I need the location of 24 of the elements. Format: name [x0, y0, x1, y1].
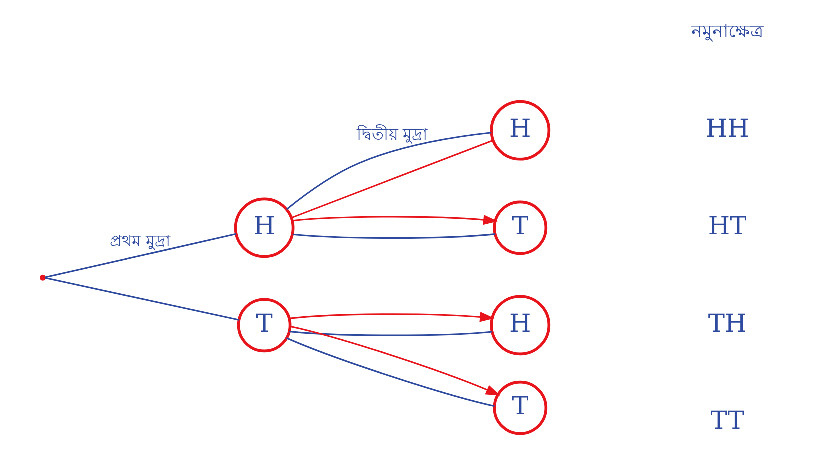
label: HT	[708, 211, 746, 240]
connector	[44, 277, 239, 321]
edge-label: প্রথম মুদ্রা	[110, 231, 171, 250]
node-circle: H	[490, 100, 550, 161]
arrow	[290, 326, 500, 396]
node-circle: T	[492, 200, 548, 256]
edge-label: দ্বিতীয় মুদ্রা	[356, 124, 428, 144]
connector	[292, 233, 495, 239]
connector	[286, 132, 492, 210]
label: TT	[710, 406, 744, 436]
connector	[291, 140, 493, 219]
node-circle: T	[236, 298, 292, 353]
connector	[44, 233, 236, 278]
arrow	[288, 312, 494, 322]
arrow	[292, 214, 498, 226]
label: HH	[705, 114, 749, 143]
label: নমুনাক্ষেত্র	[691, 22, 764, 42]
node-circle: H	[490, 295, 550, 356]
node-point	[39, 274, 46, 281]
node-circle: T	[492, 380, 548, 436]
node-circle: H	[234, 198, 294, 258]
connector	[286, 338, 494, 408]
label: TH	[708, 308, 746, 338]
connector	[288, 330, 492, 336]
